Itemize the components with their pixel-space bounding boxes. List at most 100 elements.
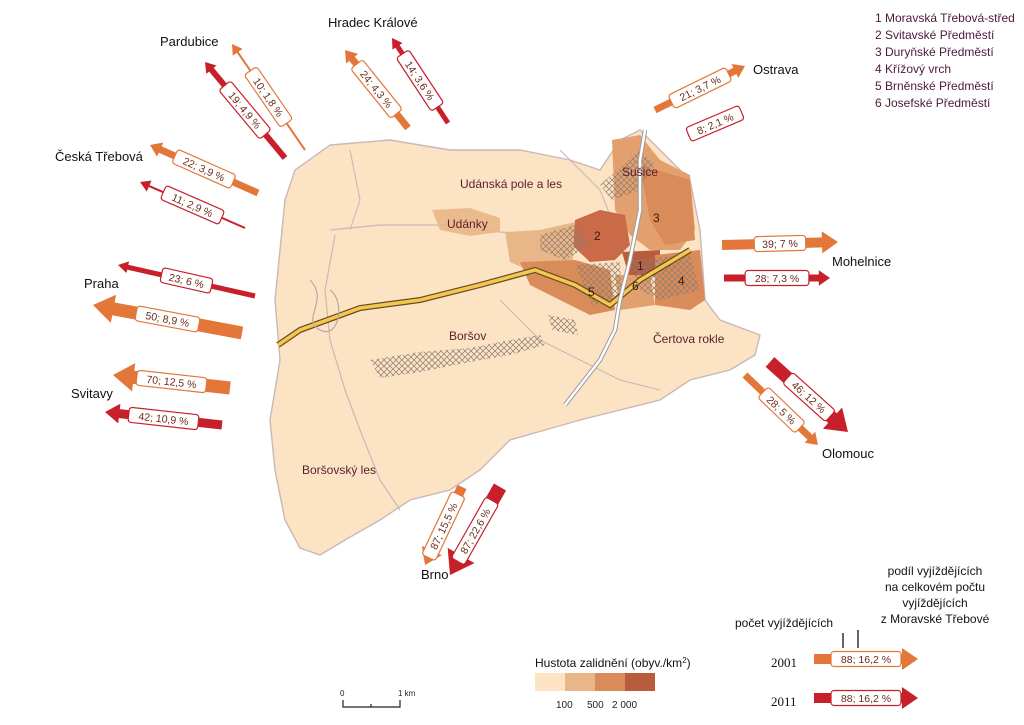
flow-label-text: 88; 16,2 % (841, 654, 891, 666)
flow-arrowhead (105, 403, 121, 424)
district-6: 6 (632, 279, 639, 293)
main-road (277, 248, 691, 347)
label-borsovsky-les: Boršovský les (302, 463, 376, 477)
hatched-industrial-1 (540, 225, 590, 260)
district-1: 1 (637, 259, 644, 273)
flow-arrowhead (93, 294, 117, 323)
internal-boundary-3 (499, 299, 661, 391)
flow-legend-ticks (842, 630, 859, 648)
flow-arrow-ostrava-2001: 21; 3,7 % (653, 64, 745, 114)
zone-2 (572, 210, 630, 262)
scale-bar-start: 0 (340, 689, 345, 698)
flow-legend-share-1: podíl vyjíždějících (888, 564, 983, 578)
city-brno: Brno (421, 567, 448, 582)
district-2: 2 (594, 229, 601, 243)
district-3: 3 (653, 211, 660, 225)
density-swatch-2 (565, 673, 595, 691)
flow-arrow-legend-2011: 88; 16,2 % (814, 687, 918, 709)
commuting-flows: 10; 1,8 %19; 4,9 %24; 4,3 %14; 3,6 %21; … (93, 38, 918, 709)
flow-label-box: 70; 12,5 % (135, 369, 208, 394)
hatched-industrial-4 (575, 262, 622, 305)
flow-label-text: 19; 4,9 % (225, 90, 263, 132)
label-borsov: Boršov (449, 329, 486, 343)
flow-arrow-svitavy-2011: 42; 10,9 % (105, 403, 223, 431)
flow-label-text: 88; 16,2 % (841, 693, 891, 705)
legend-item-6: 6 Josefské Předměstí (875, 96, 991, 110)
district-4: 4 (678, 274, 685, 288)
flow-arrow-praha-2011: 23; 6 % (118, 261, 256, 299)
flow-label-text: 24; 4,3 % (357, 69, 394, 111)
flow-arrowhead (118, 261, 130, 274)
density-tick-500: 500 (587, 700, 604, 711)
scale-bar-line (342, 700, 401, 708)
flow-label-text: 28; 7,3 % (755, 273, 799, 285)
flow-label-box: 11; 2,9 % (160, 185, 225, 225)
legend-item-5: 5 Brněnské Předměstí (875, 79, 994, 93)
scale-bar-end: 1 km (398, 689, 416, 698)
flow-arrowhead (205, 62, 217, 74)
legend-item-1: 1 Moravská Třebová-střed (875, 11, 1015, 25)
flow-label-box: 8; 2,1 % (685, 105, 745, 142)
density-swatch-1 (535, 673, 565, 691)
flow-label-box: 23; 6 % (159, 267, 214, 294)
label-certova-rokle: Čertova rokle (653, 331, 725, 346)
roads (276, 129, 692, 407)
neighborhood-legend: 1 Moravská Třebová-střed 2 Svitavské Pře… (875, 11, 1015, 110)
flow-label-text: 39; 7 % (762, 238, 798, 251)
flow-arrowhead (822, 407, 848, 432)
zone-3 (640, 165, 695, 245)
hatched-industrial-3 (630, 255, 700, 300)
city-mohelnice: Mohelnice (832, 254, 891, 269)
density-swatch-3 (595, 673, 625, 691)
flow-arrow-ostrava-2011: 8; 2,1 % (685, 105, 745, 142)
flow-label-box: 14; 3,6 % (396, 50, 444, 111)
flow-legend-year-2001: 2001 (771, 655, 797, 670)
flow-arrowhead (345, 50, 359, 64)
label-udanky: Udánky (447, 217, 488, 231)
density-tick-100: 100 (556, 700, 573, 711)
legend-item-2: 2 Svitavské Předměstí (875, 28, 995, 42)
scale-bar: 0 1 km (340, 689, 416, 708)
flow-legend-share-4: z Moravské Třebové (881, 612, 990, 626)
flow-arrow-legend-2001: 88; 16,2 % (814, 648, 918, 670)
flow-legend-year-2011: 2011 (771, 694, 797, 709)
flow-legend-count: počet vyjíždějících (735, 616, 833, 630)
density-swatch-4 (625, 673, 655, 691)
city-ceska-trebova: Česká Třebová (55, 149, 144, 164)
density-legend: Hustota zalidnění (obyv./km2) 100 500 2 … (535, 656, 691, 711)
city-hradec-kralove: Hradec Králové (328, 15, 418, 30)
legend-item-4: 4 Křížový vrch (875, 62, 951, 76)
flow-arrow-praha-2001: 50; 8,9 % (93, 294, 244, 340)
flow-label-text: 70; 12,5 % (146, 374, 197, 391)
density-legend-title: Hustota zalidnění (obyv./km2) (535, 656, 691, 670)
flow-arrowhead (232, 44, 243, 56)
flow-arrowhead (150, 142, 164, 157)
flow-legend-share-2: na celkovém počtu (885, 580, 985, 594)
flow-label-box: 28; 7,3 % (744, 269, 810, 287)
city-pardubice: Pardubice (160, 34, 219, 49)
flow-arrowhead (140, 180, 152, 192)
flow-label-box: 21; 3,7 % (668, 67, 732, 109)
city-svitavy: Svitavy (71, 386, 113, 401)
flow-arrowhead (821, 231, 838, 254)
city-olomouc: Olomouc (822, 446, 875, 461)
hatched-borsov (370, 335, 545, 378)
flow-arrowhead (392, 38, 403, 50)
flow-label-box: 39; 7 % (753, 234, 807, 253)
flow-arrow-svitavy-2001: 70; 12,5 % (113, 363, 231, 395)
district-5: 5 (588, 285, 595, 299)
flow-arrowhead (902, 687, 918, 709)
flow-arrowhead (902, 648, 918, 670)
flow-arrow-mohelnice-2001: 39; 7 % (721, 231, 838, 254)
flow-label-text: 42; 10,9 % (138, 411, 189, 428)
flow-label-box: 24; 4,3 % (351, 60, 402, 118)
flow-arrowhead (113, 363, 136, 392)
flow-legend-share-3: vyjíždějících (902, 596, 967, 610)
flow-arrow-olomouc-2011: 46; 12 % (765, 357, 848, 432)
city-ostrava: Ostrava (753, 62, 799, 77)
flow-arrow-ceska-2001: 22; 3,9 % (150, 142, 260, 197)
flow-label-box: 50; 8,9 % (134, 305, 201, 333)
hatched-small (548, 315, 578, 335)
legend-item-3: 3 Duryňské Předměstí (875, 45, 994, 59)
flow-label-box: 22; 3,9 % (172, 149, 236, 189)
